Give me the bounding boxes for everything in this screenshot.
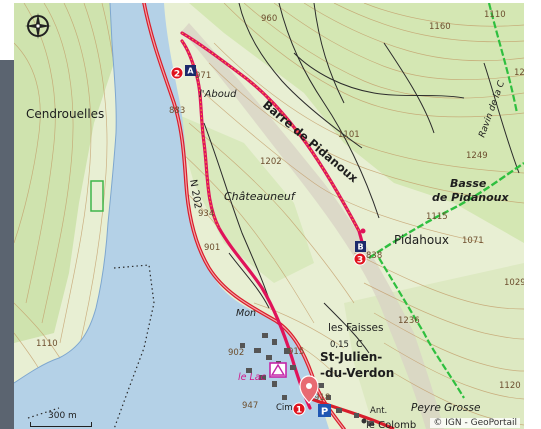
road-east xyxy=(308,396,395,429)
marker-b-label: B xyxy=(357,243,363,252)
label-mon: Mon xyxy=(236,308,256,319)
label-du-verdon: -du-Verdon xyxy=(320,366,394,380)
route-ridge-highlight xyxy=(181,32,360,232)
green-trail-east xyxy=(368,162,524,259)
green-trail-north xyxy=(487,3,519,114)
label-antenne: Ant. xyxy=(370,406,387,416)
lake-shore-west xyxy=(14,3,117,384)
topographic-map[interactable]: 960 1110 1160 971 883 1101 1202 1249 934… xyxy=(14,3,524,429)
marker-1[interactable]: 1 xyxy=(292,402,306,416)
map-canvas[interactable]: 960 1110 1160 971 883 1101 1202 1249 934… xyxy=(14,3,524,429)
elev-971: 971 xyxy=(195,71,211,81)
scale-bar-line xyxy=(30,422,92,427)
elev-915: 915 xyxy=(288,347,304,357)
elev-902: 902 xyxy=(228,348,244,358)
elev-918: 918 xyxy=(314,393,330,403)
label-c: C xyxy=(356,339,363,350)
campsite-icon xyxy=(269,362,287,378)
marker-a[interactable]: A xyxy=(185,65,196,76)
label-les-faisses: les Faisses xyxy=(328,322,383,334)
route-ridge-path[interactable] xyxy=(180,31,366,251)
label-peyre-grosse: Peyre Grosse xyxy=(411,402,480,414)
label-aboud: l'Aboud xyxy=(199,89,237,100)
label-015: 0,15 xyxy=(330,340,349,350)
boundary-lines xyxy=(27,264,155,429)
hiking-route[interactable] xyxy=(180,31,366,410)
parking-label: P xyxy=(321,407,328,418)
marker-b[interactable]: B xyxy=(355,241,366,252)
label-pidahoux: Pidahoux xyxy=(394,233,449,247)
elev-1120: 1120 xyxy=(499,381,521,391)
label-n202: N 202 xyxy=(187,179,203,210)
forest-center xyxy=(174,113,314,283)
label-le-colomb: le Colomb xyxy=(366,420,416,429)
route-point-pink xyxy=(360,228,366,234)
elev-12: 12 xyxy=(514,68,524,78)
location-pin-icon[interactable] xyxy=(299,375,319,404)
label-st-julien: St-Julien- xyxy=(320,350,382,364)
green-patch xyxy=(90,180,104,212)
elev-838: 838 xyxy=(366,251,382,261)
marker-3[interactable]: 3 xyxy=(353,252,367,266)
marker-2[interactable]: 2 xyxy=(170,66,184,80)
label-de-pidanoux: de Pidanoux xyxy=(432,191,510,204)
elev-1160: 1160 xyxy=(429,22,451,32)
left-edge-strip xyxy=(0,0,14,429)
trails-black xyxy=(203,3,520,354)
elev-901: 901 xyxy=(204,243,220,253)
elev-1236: 1236 xyxy=(398,316,420,326)
label-basse: Basse xyxy=(450,177,487,190)
road-n202-core xyxy=(143,3,345,429)
elev-1249: 1249 xyxy=(466,151,488,161)
cliff-band xyxy=(182,23,444,429)
village-buildings xyxy=(240,333,374,426)
scale-label: 300 m xyxy=(48,411,77,421)
parking-icon[interactable]: P xyxy=(318,404,331,418)
elev-883: 883 xyxy=(169,106,185,116)
label-cendrouelles: Cendrouelles xyxy=(26,107,104,121)
elev-1101: 1101 xyxy=(338,130,360,140)
label-cimetiere: Cim. xyxy=(276,403,295,413)
map-attribution[interactable]: © IGN - GeoPortail xyxy=(430,418,520,428)
elev-1071: 1071 xyxy=(462,236,484,246)
elev-1202: 1202 xyxy=(260,157,282,167)
marker-3-label: 3 xyxy=(357,256,363,266)
antenna-dot xyxy=(361,418,367,424)
marker-1-label: 1 xyxy=(296,406,302,416)
label-le-lac: le Lac xyxy=(238,372,267,383)
marker-2-label: 2 xyxy=(174,70,180,80)
right-edge-strip xyxy=(527,0,541,429)
forest-northeast xyxy=(189,3,524,243)
elev-934: 934 xyxy=(198,209,214,219)
scale-bar: 300 m xyxy=(30,411,92,427)
elev-1110-west: 1110 xyxy=(36,339,58,349)
elev-1110: 1110 xyxy=(484,10,506,20)
marker-a-label: A xyxy=(187,67,194,76)
elev-1029: 1029 xyxy=(504,278,524,288)
green-trail-south xyxy=(378,257,465,399)
elev-960: 960 xyxy=(261,14,277,24)
lake-castillon xyxy=(14,3,329,429)
elev-947: 947 xyxy=(242,401,258,411)
compass-icon[interactable] xyxy=(24,12,52,40)
elev-1115: 1115 xyxy=(426,212,448,222)
forest-west xyxy=(14,3,124,343)
label-chateauneuf: Châteauneuf xyxy=(224,190,297,203)
